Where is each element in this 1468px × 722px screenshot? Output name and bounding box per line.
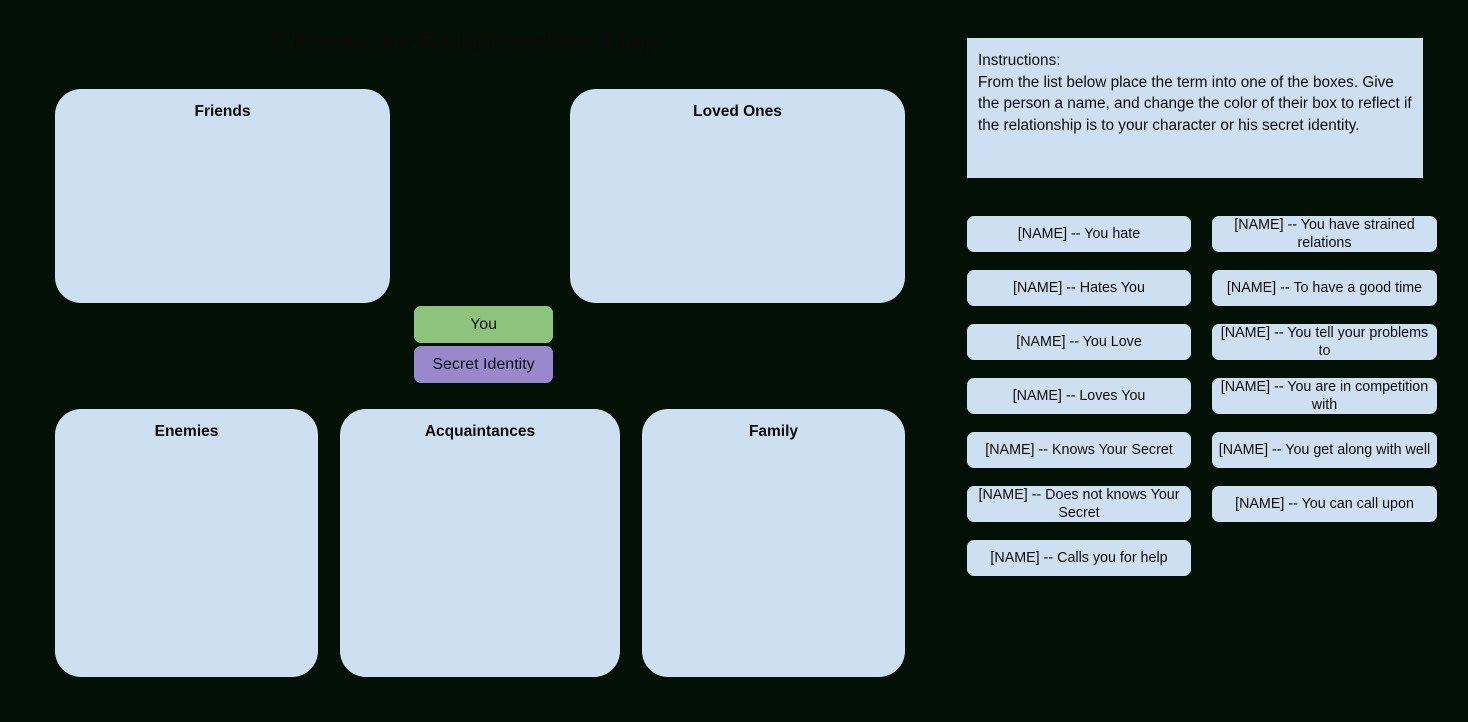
term-chip-label: [NAME] -- Hates You (1013, 280, 1145, 296)
term-chip[interactable]: [NAME] -- Loves You (967, 378, 1191, 414)
term-chip[interactable]: [NAME] -- You get along with well (1212, 432, 1437, 468)
instructions-text: Instructions: From the list below place … (978, 52, 1412, 134)
term-chip-label: [NAME] -- Loves You (1012, 388, 1146, 404)
identity-label-secret-identity: Secret Identity (432, 355, 535, 373)
term-chip-label: [NAME] -- You are in competition with (1220, 379, 1429, 413)
category-label-friends: Friends (194, 103, 251, 120)
category-box-friends[interactable]: Friends (55, 89, 390, 303)
category-label-loved-ones: Loved Ones (693, 103, 782, 120)
term-chip-label: [NAME] -- Knows Your Secret (985, 442, 1173, 458)
term-chip[interactable]: [NAME] -- You have strained relations (1212, 216, 1437, 252)
category-box-loved-ones[interactable]: Loved Ones (570, 89, 905, 303)
term-chip-label: [NAME] -- You have strained relations (1234, 217, 1415, 251)
term-chip-label: [NAME] -- To have a good time (1226, 280, 1423, 296)
instructions-panel: Instructions: From the list below place … (967, 38, 1423, 178)
identity-box-secret-identity[interactable]: Secret Identity (414, 346, 553, 383)
term-chip-label: [NAME] -- Does not knows Your Secret (978, 487, 1180, 521)
term-chip-label: [NAME] -- You get along with well (1218, 442, 1431, 458)
category-label-acquaintances: Acquaintances (424, 423, 536, 440)
term-chip[interactable]: [NAME] -- You are in competition with (1212, 378, 1437, 414)
category-box-acquaintances[interactable]: Acquaintances (340, 409, 620, 677)
category-box-enemies[interactable]: Enemies (55, 409, 318, 677)
term-chip-label: [NAME] -- You can call upon (1235, 496, 1414, 512)
term-chip[interactable]: [NAME] -- You hate (967, 216, 1191, 252)
term-chip-label: [NAME] -- Calls you for help (990, 550, 1168, 566)
term-chip-label: [NAME] -- You Love (1016, 334, 1142, 350)
term-chip[interactable]: [NAME] -- Calls you for help (967, 540, 1191, 576)
term-chip[interactable]: [NAME] -- You Love (967, 324, 1191, 360)
term-chip[interactable]: [NAME] -- To have a good time (1212, 270, 1437, 306)
category-label-enemies: Enemies (154, 423, 219, 440)
term-chip-label: [NAME] -- You hate (1017, 226, 1141, 242)
category-box-family[interactable]: Family (642, 409, 905, 677)
page-title: Character Relationship Map (272, 26, 661, 58)
term-chip[interactable]: [NAME] -- Knows Your Secret (967, 432, 1191, 468)
term-chip[interactable]: [NAME] -- Hates You (967, 270, 1191, 306)
term-chip[interactable]: [NAME] -- You tell your problems to (1212, 324, 1437, 360)
identity-box-you[interactable]: You (414, 306, 553, 343)
category-label-family: Family (748, 423, 799, 440)
identity-label-you: You (470, 315, 497, 333)
term-chip-label: [NAME] -- You tell your problems to (1220, 325, 1429, 359)
term-chip[interactable]: [NAME] -- Does not knows Your Secret (967, 486, 1191, 522)
term-chip[interactable]: [NAME] -- You can call upon (1212, 486, 1437, 522)
